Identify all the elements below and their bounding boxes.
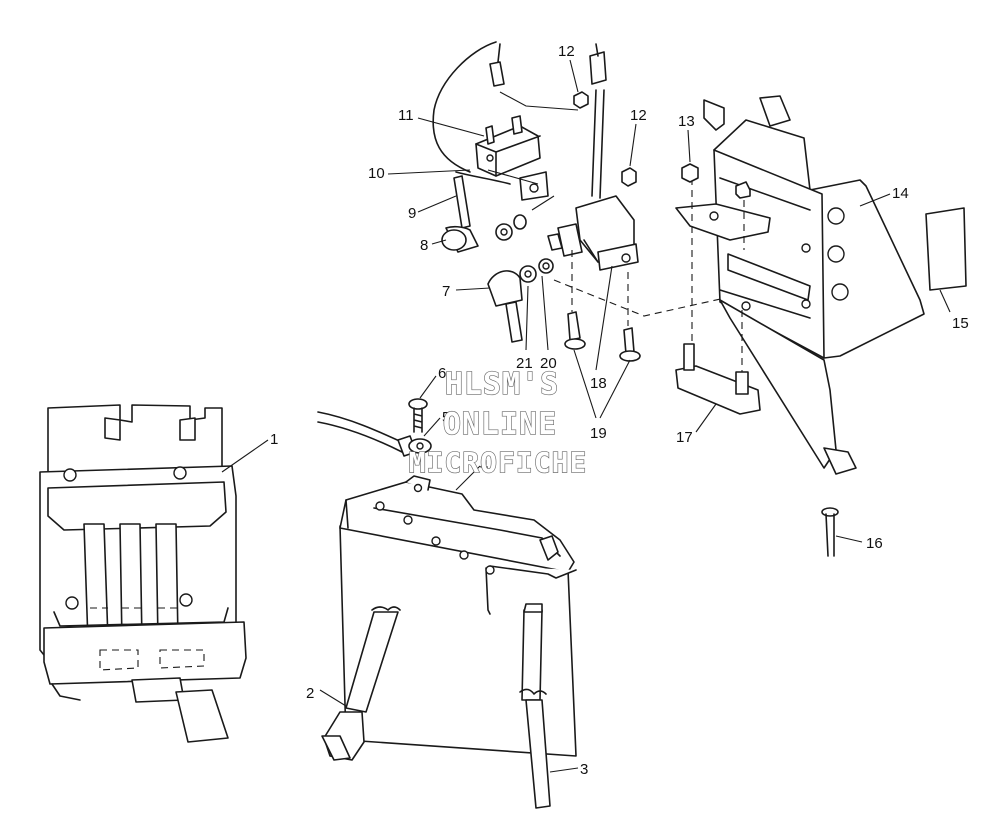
screw-part [408,398,428,433]
nut-part [681,163,699,183]
stud-plate-part [675,343,761,415]
mounting-bracket-part [675,95,925,475]
callout-20: 20 [540,355,557,372]
callout-18: 18 [590,375,607,392]
callout-9: 9 [408,205,416,222]
callout-13: 13 [678,113,695,130]
callout-2: 2 [306,685,314,702]
callout-21: 21 [516,355,533,372]
callout-6: 6 [438,365,446,382]
callout-3: 3 [580,761,588,778]
callout-12-upper: 12 [558,43,575,60]
vent-tube-part [519,603,551,809]
watermark: HLSM'S ONLINE MICROFICHE [408,366,588,479]
callout-19: 19 [590,425,607,442]
leader-lines [221,59,951,773]
callout-14: 14 [892,185,909,202]
callout-16: 16 [866,535,883,552]
callout-15: 15 [952,315,969,332]
callout-17: 17 [676,429,693,446]
callout-8: 8 [420,237,428,254]
callout-10: 10 [368,165,385,182]
watermark-line-2: ONLINE [443,407,557,442]
callout-5: 5 [442,409,450,426]
pad-part [925,207,967,291]
solenoid-assembly [432,41,753,362]
callout-1: 1 [270,431,278,448]
battery-holder-part [39,404,247,743]
callout-labels: 1 2 3 4 5 6 7 8 9 10 11 12 12 13 14 15 1… [270,43,969,778]
battery-cable-part [317,411,432,457]
callout-4: 4 [480,457,488,474]
watermark-line-1: HLSM'S [445,367,559,402]
rivet-part [821,507,839,557]
callout-12-lower: 12 [630,107,647,124]
callout-11: 11 [398,107,414,124]
battery-strap-part [321,606,401,761]
battery-part [339,475,577,757]
watermark-line-3: MICROFICHE [409,446,588,479]
callout-7: 7 [442,283,450,300]
